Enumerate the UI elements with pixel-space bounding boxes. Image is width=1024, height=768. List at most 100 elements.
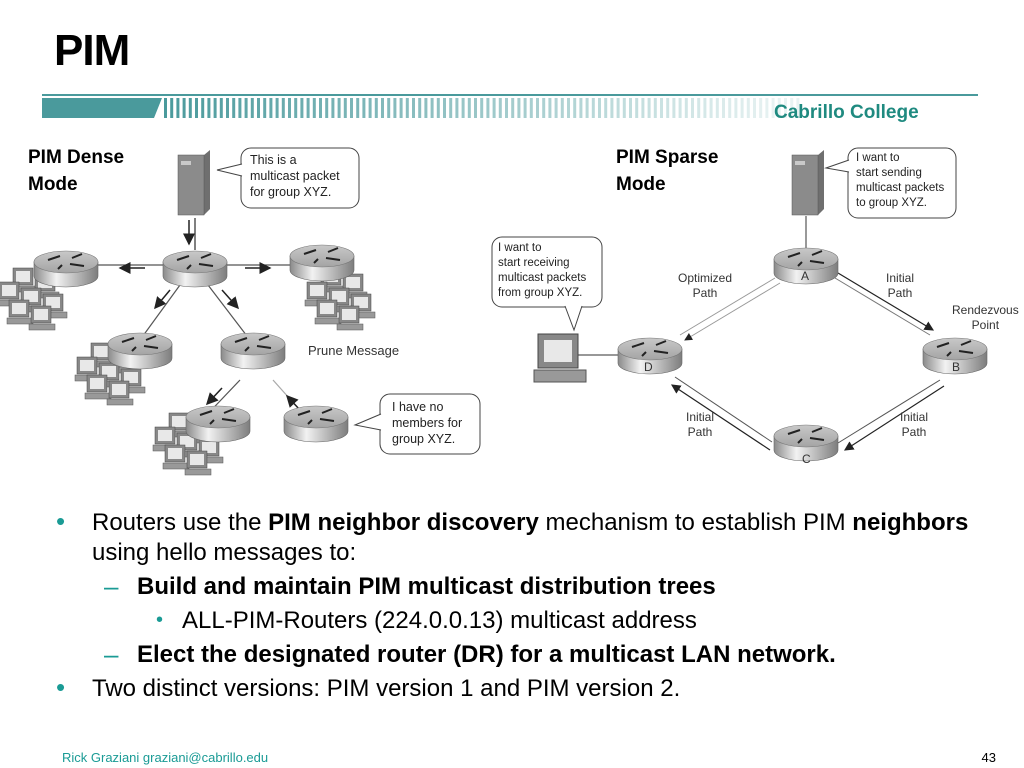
- initial-path-bc-label: Initial Path: [900, 410, 928, 440]
- banner-stripe: [405, 98, 409, 118]
- dense-mode-label: PIM Dense Mode: [28, 144, 124, 198]
- router-icon: [107, 332, 173, 370]
- banner-stripe: [219, 98, 223, 118]
- sender-callout-bubble: [847, 147, 957, 219]
- banner-stripe: [784, 98, 787, 118]
- dense-mode-topology: [0, 147, 481, 475]
- banner-stripe: [474, 98, 477, 118]
- banner-stripe: [604, 98, 608, 118]
- banner-stripe: [207, 98, 211, 118]
- router-icon: [220, 332, 286, 370]
- banner-stripe: [368, 98, 372, 118]
- banner-stripe: [461, 98, 465, 118]
- sub-sub-bullet-item: • ALL-PIM-Routers (224.0.0.13) multicast…: [56, 606, 1016, 636]
- sparse-mode-topology: [491, 147, 988, 462]
- pim-diagram: PIM Dense Mode PIM Sparse Mode: [0, 140, 1024, 500]
- bullet-icon: •: [156, 609, 164, 631]
- sub-bullet-text: Build and maintain PIM multicast distrib…: [137, 573, 716, 600]
- callout-line: for group XYZ.: [250, 185, 332, 199]
- banner-stripe: [244, 98, 248, 118]
- banner-stripe: [734, 98, 738, 118]
- banner-stripe: [542, 98, 546, 118]
- banner-stripe: [300, 98, 304, 118]
- slide-title: PIM: [54, 26, 130, 75]
- banner-stripe: [374, 98, 378, 118]
- banner-stripe: [765, 98, 769, 118]
- source-callout-text: This is a multicast packet for group XYZ…: [250, 152, 340, 200]
- banner-stripe: [591, 98, 595, 118]
- callout-line: multicast packets: [498, 272, 587, 284]
- callout-line: members for: [392, 416, 463, 430]
- banner-stripe: [331, 98, 335, 118]
- banner-stripe: [325, 98, 329, 118]
- prune-message-label: Prune Message: [308, 343, 400, 358]
- banner-stripe: [430, 98, 434, 118]
- banner-stripe: [579, 98, 583, 118]
- sender-callout-text: I want to start sending multicast packet…: [856, 151, 944, 211]
- router-d-label: D: [644, 360, 653, 374]
- receiver-pc-icon: [533, 333, 587, 383]
- callout-line: I have no: [392, 400, 444, 414]
- bullet-bold-text: PIM neighbor discovery: [268, 509, 539, 536]
- router-icon: [33, 250, 99, 288]
- banner-stripe: [387, 98, 391, 118]
- label-line: Path: [687, 425, 713, 439]
- label-line: Initial: [886, 271, 915, 285]
- bullet-icon: •: [56, 672, 66, 702]
- bullet-text: Two distinct versions: PIM version 1 and…: [92, 675, 681, 702]
- banner-stripe: [350, 98, 353, 118]
- banner-stripe: [418, 98, 422, 118]
- banner-stripe: [517, 98, 521, 118]
- banner-stripe: [312, 98, 316, 118]
- label-line: Initial: [686, 410, 715, 424]
- bullet-text: using hello messages to:: [92, 539, 357, 566]
- callout-line: multicast packet: [250, 169, 340, 183]
- rendezvous-point-label: Rendezvous Point: [952, 303, 1019, 333]
- source-server-icon: [177, 149, 211, 216]
- banner-stripe: [529, 98, 533, 118]
- banner-stripe: [709, 98, 713, 118]
- banner-stripe: [573, 98, 577, 118]
- callout-line: I want to: [856, 152, 900, 164]
- banner-stripe: [703, 98, 707, 118]
- banner-stripe: [492, 98, 496, 118]
- banner-stripe: [399, 98, 403, 118]
- sub-sub-bullet-text: ALL-PIM-Routers (224.0.0.13) multicast a…: [182, 607, 697, 634]
- banner-stripe: [170, 98, 174, 118]
- banner-stripe: [362, 98, 366, 118]
- footer-author: Rick Graziani graziani@cabrillo.edu: [62, 750, 269, 765]
- banner-stripe: [511, 98, 515, 118]
- banner-stripe: [610, 98, 614, 118]
- sparse-mode-label: PIM Sparse Mode: [616, 144, 718, 198]
- banner-stripe: [536, 98, 539, 118]
- initial-path-dc-label: Initial Path: [686, 410, 714, 440]
- banner-stripe: [746, 98, 750, 118]
- banner-stripe: [715, 98, 719, 118]
- banner-stripe: [238, 98, 242, 118]
- banner-stripe: [653, 98, 657, 118]
- banner-stripe: [288, 98, 291, 118]
- banner-stripe: [480, 98, 484, 118]
- callout-line: start sending: [856, 167, 922, 179]
- banner-stripe: [226, 98, 229, 118]
- banner-stripe: [777, 98, 781, 118]
- banner-stripe: [250, 98, 254, 118]
- banner-stripe: [585, 98, 589, 118]
- label-line: Path: [887, 286, 913, 300]
- bullet-list: • Routers use the PIM neighbor discovery…: [56, 506, 1016, 706]
- callout-line: multicast packets: [856, 182, 945, 194]
- router-b-label: B: [952, 360, 961, 374]
- router-icon: [283, 405, 349, 443]
- source-callout-bubble: [240, 147, 360, 209]
- router-icon: [162, 250, 228, 288]
- banner-stripe: [796, 98, 800, 118]
- bullet-text: Routers use the: [92, 509, 269, 536]
- label-line: Initial: [900, 410, 929, 424]
- label-line: Path: [692, 286, 718, 300]
- header-banner: [42, 94, 978, 118]
- label-line: Point: [971, 318, 1000, 332]
- dense-label-line1: PIM Dense: [28, 147, 125, 168]
- banner-stripe: [343, 98, 347, 118]
- banner-stripe: [548, 98, 552, 118]
- bullet-icon: •: [56, 506, 66, 536]
